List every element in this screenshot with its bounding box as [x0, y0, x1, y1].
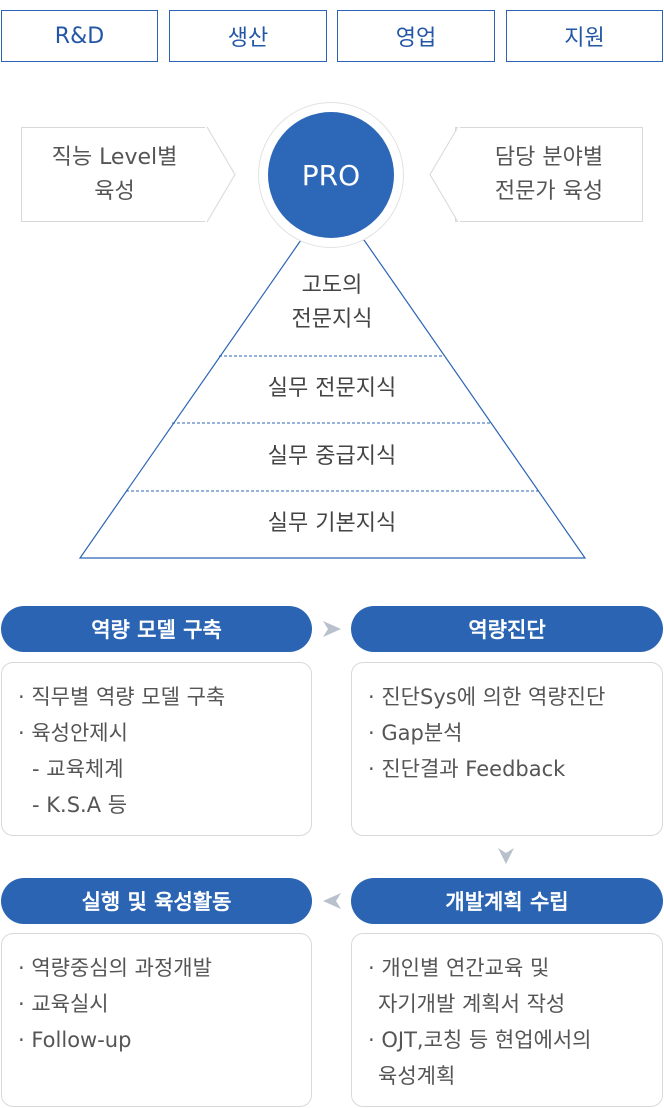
tab-sales[interactable]: 영업 — [337, 10, 495, 62]
list-item: · 교육실시 — [18, 992, 109, 1016]
right-goal-line1: 담당 분야별 — [494, 144, 604, 170]
list-item: · Gap분석 — [368, 721, 463, 745]
arrow-down-icon — [498, 848, 514, 864]
list-item: 자기개발 계획서 작성 — [378, 992, 566, 1016]
step-model-building-card: · 직무별 역량 모델 구축 · 육성안제시 - 교육체계 - K.S.A 등 — [1, 662, 312, 836]
step-model-building-title-text: 역량 모델 구축 — [91, 618, 222, 642]
step-plan-title-text: 개발계획 수립 — [445, 890, 569, 914]
left-goal-arrow — [205, 126, 236, 223]
left-goal-line2: 육성 — [94, 178, 135, 204]
right-goal-box: 담당 분야별 전문가 육성 — [455, 127, 643, 222]
list-item: 육성계획 — [378, 1064, 456, 1088]
pyramid-diagram — [78, 239, 587, 559]
tab-support-label: 지원 — [564, 26, 605, 51]
list-item: - K.S.A 등 — [32, 793, 128, 817]
list-item: · 진단Sys에 의한 역량진단 — [368, 685, 606, 709]
arrow-right-icon — [323, 621, 341, 637]
list-item: · 역량중심의 과정개발 — [18, 956, 212, 980]
pyramid-level-expert: 실무 전문지식 — [267, 376, 397, 401]
list-item: - 교육체계 — [32, 757, 124, 781]
tab-sales-label: 영업 — [395, 26, 437, 51]
list-item: · 개인별 연간교육 및 — [368, 956, 550, 980]
left-goal-line1: 직능 Level별 — [51, 144, 178, 170]
arrow-left-icon — [323, 893, 341, 909]
list-item: · Follow-up — [18, 1028, 132, 1052]
step-plan-card: · 개인별 연간교육 및 자기개발 계획서 작성 · OJT,코칭 등 현업에서… — [351, 933, 663, 1107]
pyramid-level-intermediate: 실무 중급지식 — [267, 444, 397, 469]
tab-support[interactable]: 지원 — [506, 10, 663, 62]
pro-circle: PRO — [268, 112, 394, 238]
pyramid-level-top-line2: 전문지식 — [291, 307, 373, 332]
pyramid-level-top-line1: 고도의 — [301, 273, 363, 298]
step-execution-title: 실행 및 육성활동 — [1, 878, 312, 924]
pyramid-level-top: 고도의 전문지식 — [182, 269, 482, 337]
step-diagnosis-title-text: 역량진단 — [468, 618, 546, 642]
tab-production-label: 생산 — [227, 26, 269, 51]
left-goal-box: 직능 Level별 육성 — [21, 127, 208, 222]
list-item: · 직무별 역량 모델 구축 — [18, 685, 226, 709]
right-goal-arrow — [429, 126, 460, 223]
list-item: · OJT,코칭 등 현업에서의 — [368, 1028, 592, 1052]
tab-rnd[interactable]: R&D — [1, 10, 158, 62]
pro-label: PRO — [301, 158, 361, 192]
list-item: · 진단결과 Feedback — [368, 757, 566, 781]
right-goal-line2: 전문가 육성 — [494, 178, 604, 204]
step-plan-title: 개발계획 수립 — [351, 878, 663, 924]
step-diagnosis-card: · 진단Sys에 의한 역량진단 · Gap분석 · 진단결과 Feedback — [351, 662, 663, 836]
step-model-building-title: 역량 모델 구축 — [1, 606, 312, 652]
tab-rnd-label: R&D — [54, 23, 105, 49]
pyramid-level-basic: 실무 기본지식 — [267, 511, 397, 536]
step-diagnosis-title: 역량진단 — [351, 606, 663, 652]
list-item: · 육성안제시 — [18, 721, 128, 745]
step-execution-title-text: 실행 및 육성활동 — [81, 890, 232, 914]
tab-production[interactable]: 생산 — [169, 10, 327, 62]
step-execution-card: · 역량중심의 과정개발 · 교육실시 · Follow-up — [1, 933, 312, 1107]
